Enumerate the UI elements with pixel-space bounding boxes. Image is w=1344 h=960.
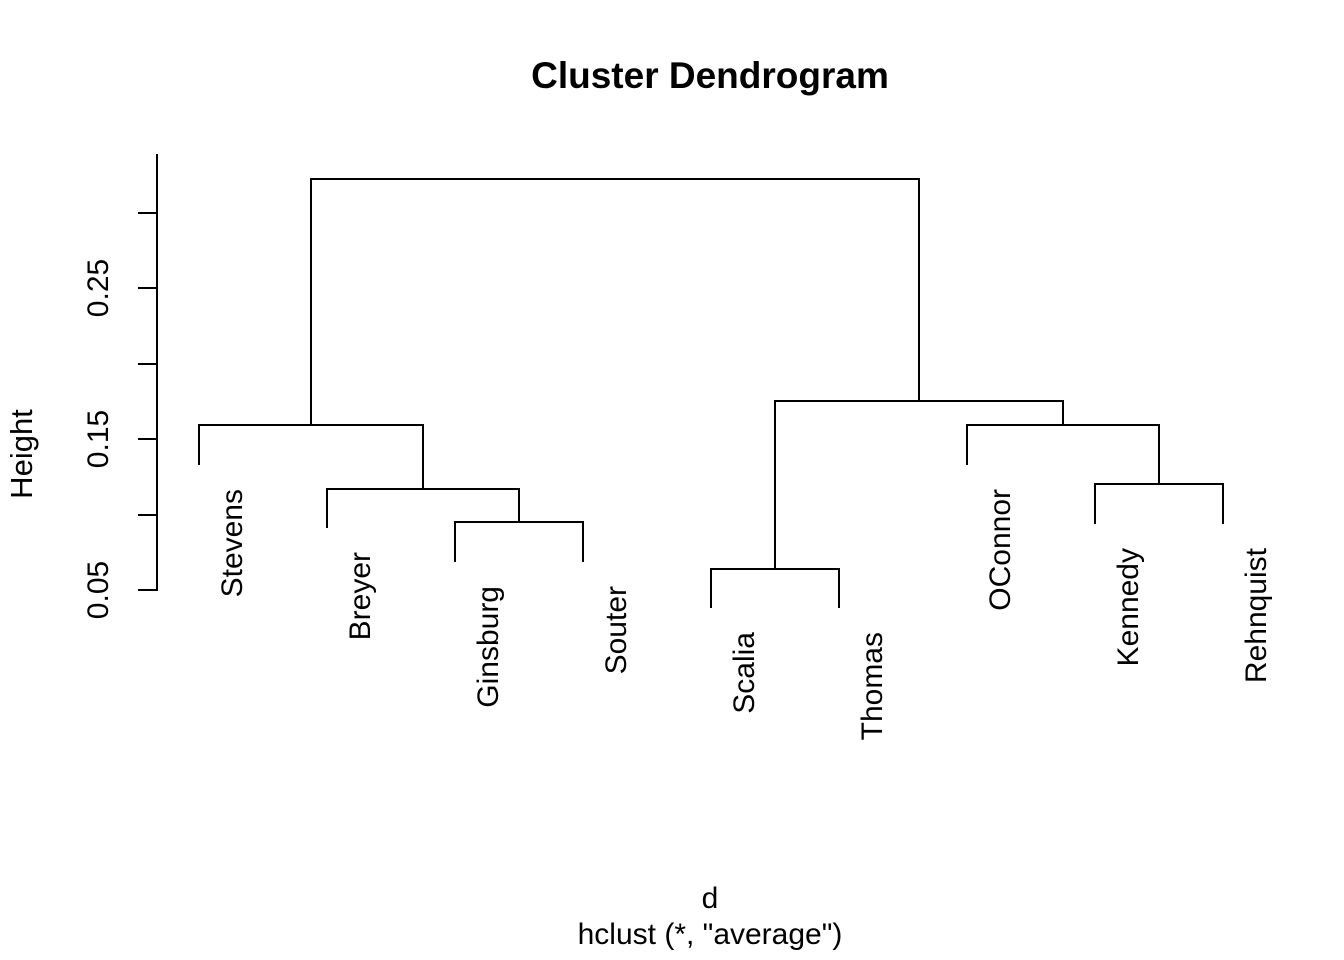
x-axis-caption-hclust: hclust (*, "average")	[577, 918, 843, 951]
leaf-stem	[1221, 483, 1224, 524]
leaf-stem	[325, 487, 328, 529]
cluster-stem	[773, 400, 776, 570]
cluster-stem	[917, 178, 920, 403]
y-axis-title: Height	[4, 409, 39, 499]
y-tick-label: 0.15	[82, 409, 115, 469]
leaf-label-scalia: Scalia	[727, 632, 761, 715]
leaf-label-kennedy: Kennedy	[1111, 547, 1145, 667]
cluster-stem	[421, 424, 424, 490]
y-axis-tick	[138, 513, 158, 516]
leaf-stem	[837, 567, 840, 609]
y-axis-tick	[138, 211, 158, 214]
leaf-stem	[581, 521, 584, 562]
x-axis-caption-d: d	[701, 882, 719, 915]
leaf-stem	[965, 424, 968, 465]
chart-title: Cluster Dendrogram	[531, 55, 889, 96]
y-axis-tick	[138, 362, 158, 365]
cluster-stem	[517, 487, 520, 524]
leaf-label-ginsburg: Ginsburg	[471, 585, 505, 708]
leaf-stem	[1093, 483, 1096, 524]
y-axis-tick	[138, 287, 158, 289]
leaf-label-oconnor: OConnor	[983, 488, 1017, 611]
leaf-label-rehnquist: Rehnquist	[1239, 547, 1273, 683]
y-axis-tick	[138, 438, 158, 440]
leaf-stem	[197, 424, 200, 465]
leaf-label-breyer: Breyer	[343, 552, 377, 641]
leaf-label-souter: Souter	[599, 585, 633, 674]
merge-bar	[309, 178, 920, 181]
y-tick-label: 0.25	[82, 258, 115, 318]
cluster-stem	[1157, 424, 1160, 486]
y-tick-label: 0.05	[82, 560, 115, 620]
cluster-stem	[1061, 400, 1064, 427]
cluster-stem	[309, 178, 312, 427]
leaf-stem	[453, 521, 456, 562]
leaf-label-stevens: Stevens	[215, 488, 249, 598]
leaf-label-thomas: Thomas	[855, 632, 889, 741]
y-axis-tick	[138, 589, 158, 591]
y-axis-line	[156, 154, 158, 591]
leaf-stem	[709, 567, 712, 609]
